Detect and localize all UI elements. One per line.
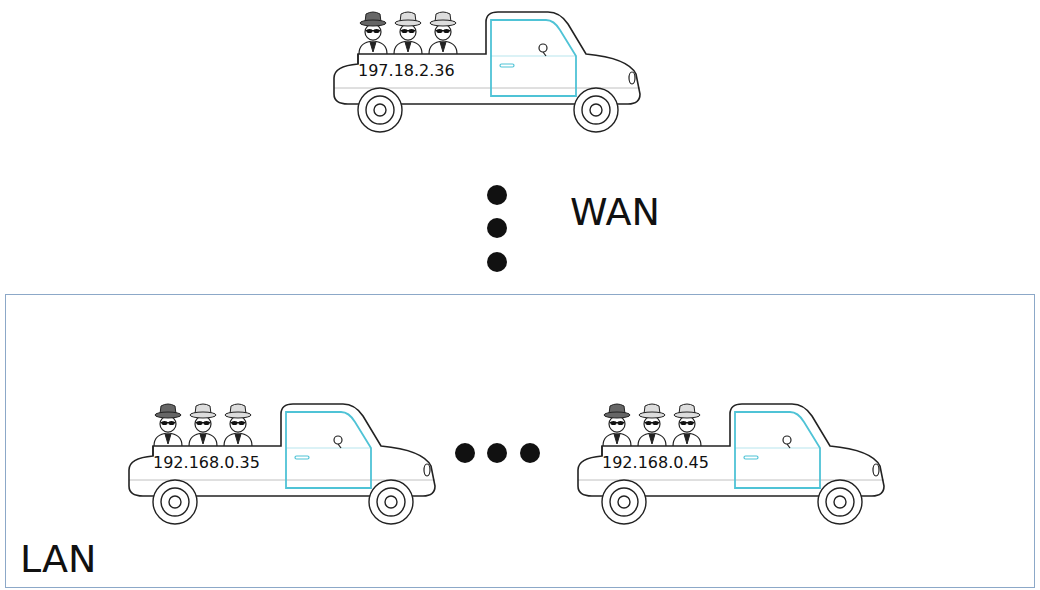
ip-address: 197.18.2.36	[358, 61, 455, 80]
network-label: WAN	[570, 190, 660, 234]
ip-address: 192.168.0.45	[602, 453, 709, 472]
truck-host: 192.168.0.45	[572, 400, 887, 530]
lan-region: LAN 192.168.0.35 192.168.0.45	[5, 294, 1035, 588]
truck-host: 192.168.0.35	[123, 400, 438, 530]
ip-address: 192.168.0.35	[153, 453, 260, 472]
truck-host: 197.18.2.36	[328, 8, 643, 138]
region-label: LAN	[20, 537, 96, 581]
